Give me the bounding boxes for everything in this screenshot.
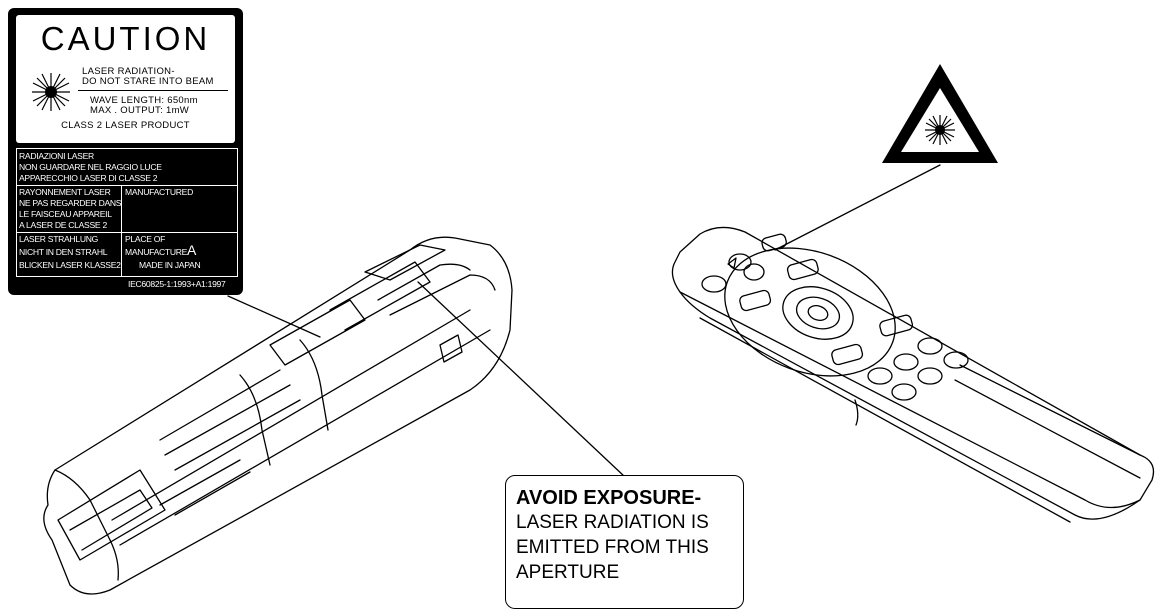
italian-line-2: NON GUARDARE NEL RAGGIO LUCE — [19, 162, 162, 172]
french-line-4: A LASER DE CLASSE 2 — [19, 220, 107, 230]
caution-multilingual-panel: RADIAZIONI LASER NON GUARDARE NEL RAGGIO… — [16, 148, 238, 277]
avoid-line-2: EMITTED FROM THIS — [516, 537, 709, 558]
warning-line-2: DO NOT STARE INTO BEAM — [82, 76, 214, 87]
divider — [121, 185, 122, 276]
aperture-leader-line — [417, 281, 626, 478]
place-of-line-2: MANUFACTURE — [125, 247, 188, 257]
divider — [17, 232, 237, 233]
german-line-2: NICHT IN DEN STRAHL — [19, 247, 108, 257]
warning-line-1: LASER RADIATION- — [82, 66, 175, 77]
handheld-remote — [671, 226, 1155, 523]
avoid-line-1: LASER RADIATION IS — [516, 512, 709, 533]
place-of-line-1: PLACE OF — [125, 234, 166, 244]
laser-warning-triangle-icon — [882, 64, 998, 163]
divider — [78, 90, 228, 91]
french-line-3: LE FAISCEAU APPAREIL — [19, 209, 112, 219]
manufactured-text: MANUFACTURED — [125, 187, 194, 197]
place-mark: A — [187, 242, 197, 258]
avoid-line-3: APERTURE — [516, 562, 620, 583]
label-leader-line — [227, 295, 321, 338]
max-output-text: MAX . OUTPUT: 1mW — [90, 105, 190, 116]
caution-label: CAUTION LASER RADIATION- DO NOT STARE IN… — [8, 8, 243, 295]
french-line-1: RAYONNEMENT LASER — [19, 187, 111, 197]
caution-title: CAUTION — [40, 20, 211, 57]
triangle-leader-line — [774, 164, 941, 251]
italian-line-3: APPARECCHIO LASER DI CLASSE 2 — [19, 173, 158, 183]
laser-starburst-icon — [32, 73, 70, 111]
iec-code: IEC60825-1:1993+A1:1997 — [128, 279, 226, 289]
laser-pointer-remote — [43, 236, 513, 595]
german-line-3: BLICKEN LASER KLASSE2 — [19, 260, 121, 270]
avoid-exposure-callout: AVOID EXPOSURE- LASER RADIATION IS EMITT… — [505, 475, 744, 609]
french-line-2: NE PAS REGARDER DANS — [19, 198, 122, 208]
caution-top-panel: CAUTION LASER RADIATION- DO NOT STARE IN… — [16, 15, 235, 143]
wavelength-text: WAVE LENGTH: 650nm — [90, 95, 198, 106]
german-line-1: LASER STRAHLUNG — [19, 234, 99, 244]
made-in-text: MADE IN JAPAN — [139, 260, 201, 270]
class-text: CLASS 2 LASER PRODUCT — [61, 120, 190, 131]
divider — [17, 185, 237, 186]
avoid-exposure-title: AVOID EXPOSURE- — [516, 487, 702, 509]
italian-line-1: RADIAZIONI LASER — [19, 151, 94, 161]
